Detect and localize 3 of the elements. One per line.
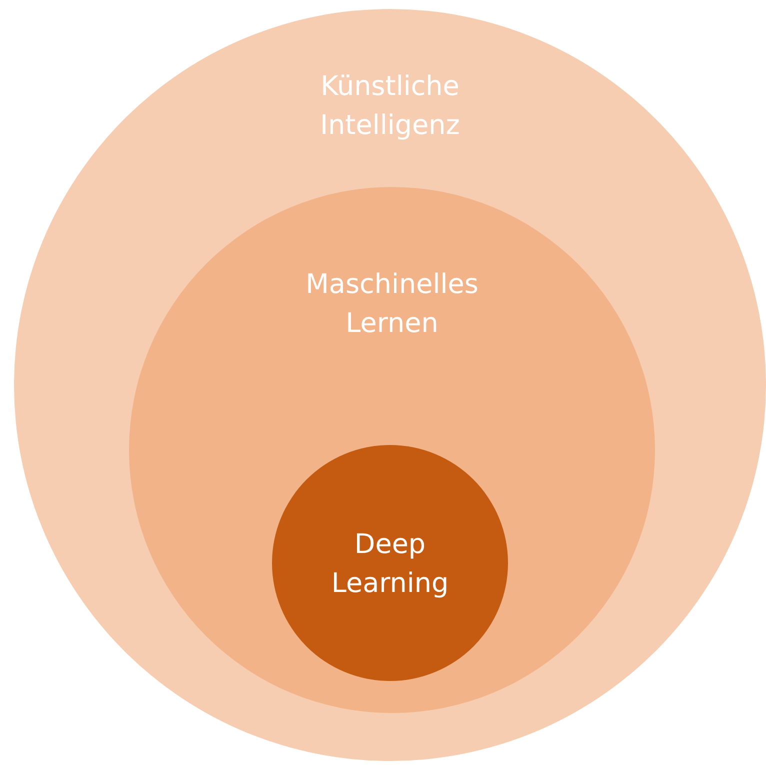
- circle-label: Deep Learning: [330, 528, 450, 602]
- circle-label: Künstliche Intelligenz: [319, 70, 461, 144]
- circle-label: Maschinelles Lernen: [304, 268, 480, 342]
